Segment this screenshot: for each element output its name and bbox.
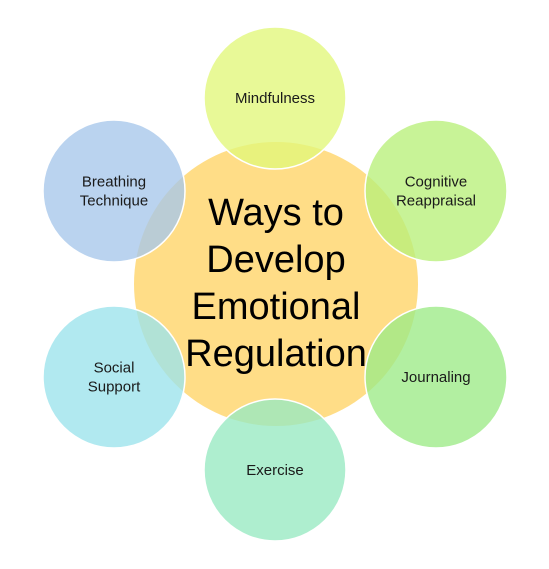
node-label-breathing-technique: Technique	[80, 193, 148, 210]
node-circle-cognitive-reappraisal	[364, 119, 508, 263]
node-circle-mindfulness	[203, 26, 347, 170]
center-title-line: Regulation	[185, 333, 367, 375]
node-label-exercise: Exercise	[246, 462, 304, 479]
node-circle-social-support	[42, 305, 186, 449]
node-label-breathing-technique: Breathing	[82, 174, 146, 191]
node-label-cognitive-reappraisal: Reappraisal	[396, 193, 476, 210]
node-mindfulness: Mindfulness	[203, 26, 347, 170]
satellite-nodes: MindfulnessCognitiveReappraisalJournalin…	[42, 26, 508, 542]
node-label-cognitive-reappraisal: Cognitive	[405, 174, 468, 191]
center-title-line: Develop	[206, 239, 345, 281]
node-circle-exercise	[203, 398, 347, 542]
node-label-social-support: Social	[94, 360, 135, 377]
node-label-journaling: Journaling	[401, 369, 470, 386]
center-circle	[134, 142, 418, 426]
node-circle-breathing-technique	[42, 119, 186, 263]
node-exercise: Exercise	[203, 398, 347, 542]
node-label-mindfulness: Mindfulness	[235, 90, 315, 107]
center-title-line: Ways to	[208, 192, 344, 234]
center-title-line: Emotional	[192, 286, 361, 328]
node-label-social-support: Support	[88, 379, 141, 396]
node-circle-journaling	[364, 305, 508, 449]
node-journaling: Journaling	[364, 305, 508, 449]
